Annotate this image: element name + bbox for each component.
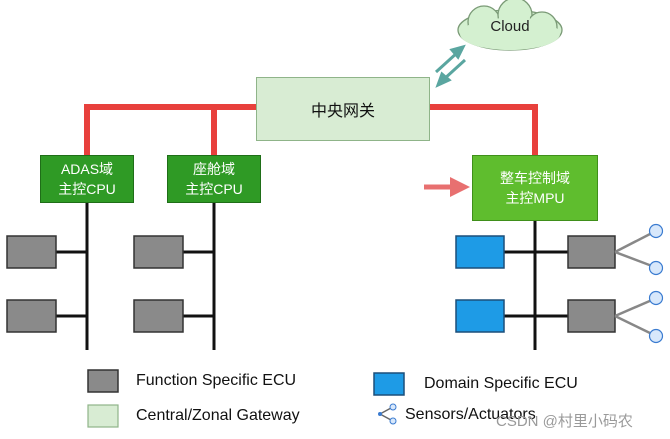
domain-ecus — [455, 235, 505, 333]
central-gateway: 中央网关 — [256, 77, 430, 141]
legend-gray-swatch — [87, 369, 119, 393]
adas-line2: 主控CPU — [58, 181, 116, 197]
function-ecu — [567, 235, 616, 269]
csdn-watermark: CSDN @村里小码农 — [496, 413, 633, 430]
sensor-node — [648, 260, 664, 276]
function-ecu — [133, 235, 184, 269]
mpu-line1: 整车控制域 — [500, 170, 570, 186]
sensor-node — [648, 328, 664, 344]
sensor-node — [648, 290, 664, 306]
gateway-label: 中央网关 — [310, 103, 375, 120]
domain-ecu — [455, 299, 505, 333]
domain-ecu — [455, 235, 505, 269]
legend-gateway: Central/Zonal Gateway — [136, 407, 300, 424]
legend-blue-swatch — [373, 372, 405, 396]
vehicle-control-domain-mpu: 整车控制域 主控MPU — [472, 155, 598, 221]
adas-line1: ADAS域 — [60, 161, 114, 177]
ecu-buses — [56, 203, 568, 350]
function-ecu — [6, 299, 57, 333]
mpu-input-arrow — [424, 177, 470, 197]
legend-function-ecu: Function Specific ECU — [136, 372, 297, 389]
sensor-fork-icon — [378, 403, 397, 425]
legend-sensors: Sensors/Actuators — [405, 406, 536, 423]
cockpit-line2: 主控CPU — [185, 181, 243, 197]
cockpit-domain-controller: 座舱域 主控CPU — [167, 155, 261, 203]
legend-gateway-swatch — [87, 404, 119, 428]
cockpit-line1: 座舱域 — [193, 161, 235, 177]
function-ecu — [567, 299, 616, 333]
mpu-line2: 主控MPU — [505, 190, 565, 206]
legend-domain-ecu: Domain Specific ECU — [424, 375, 578, 392]
cloud-label: Cloud — [490, 18, 530, 35]
ethernet-backbone — [84, 104, 538, 158]
sensor-node — [648, 223, 664, 239]
function-ecu — [133, 299, 184, 333]
cloud-icon — [457, 0, 563, 51]
function-ecu — [6, 235, 57, 269]
function-ecus — [6, 235, 616, 333]
cloud-link-arrows — [434, 44, 467, 88]
sensor-forks — [614, 223, 664, 344]
adas-domain-controller: ADAS域 主控CPU — [40, 155, 134, 203]
